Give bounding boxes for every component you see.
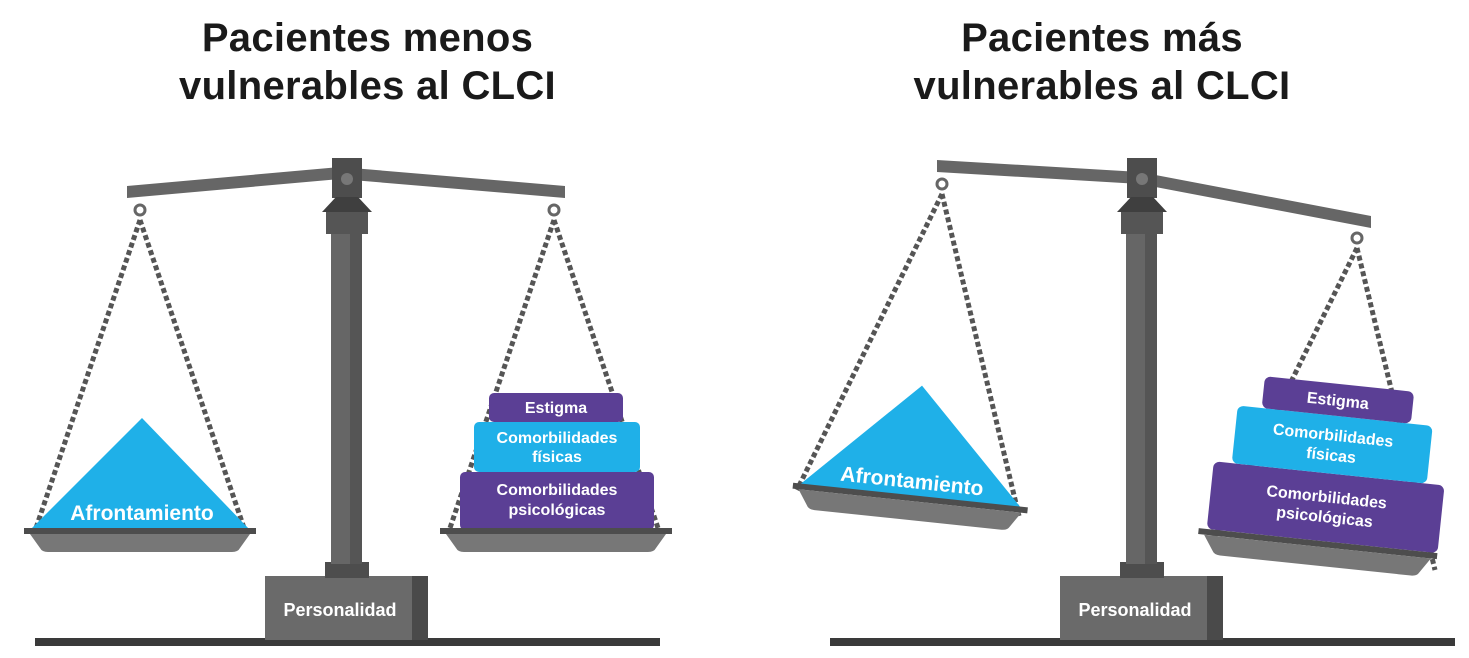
left-hook xyxy=(133,203,147,217)
right-chain-2 xyxy=(551,219,661,529)
left-pan-rim xyxy=(792,482,1028,514)
left-chain-1 xyxy=(33,219,143,529)
left-hook xyxy=(935,177,949,191)
right-pan-rim xyxy=(440,528,672,534)
physical-block xyxy=(474,422,640,472)
column-shade xyxy=(350,232,362,564)
psychological-label-line-1: Comorbilidades xyxy=(497,482,618,499)
pivot-wedge xyxy=(322,197,372,212)
right-pan-rim xyxy=(1198,528,1438,560)
stigma-block xyxy=(1262,376,1414,424)
psychological-block xyxy=(460,472,654,530)
base-block xyxy=(265,576,415,640)
left-pan xyxy=(798,489,1022,530)
pivot-bolt xyxy=(341,173,353,185)
base-label: Personalidad xyxy=(1078,600,1191,620)
coping-label: Afrontamiento xyxy=(70,502,214,525)
left-chain-2 xyxy=(939,193,1022,517)
psychological-label-line-2: psicológicas xyxy=(509,502,606,519)
physical-block xyxy=(1232,406,1433,484)
balance-scale-illustration: Personalidad Afrontamiento Comorbilida xyxy=(792,158,1455,646)
stigma-label: Estigma xyxy=(1306,390,1370,413)
physical-label-line-1: Comorbilidades xyxy=(497,430,618,447)
left-pan-assembly: Afrontamiento xyxy=(792,385,1028,530)
left-chain-1 xyxy=(794,192,945,492)
title-line-1: Pacientes más xyxy=(961,16,1243,60)
column-foot xyxy=(1120,562,1164,578)
left-chain-2 xyxy=(137,219,247,529)
right-chain-1 xyxy=(447,219,557,529)
right-pan xyxy=(1204,534,1431,576)
coping-triangle xyxy=(30,418,250,530)
stigma-label: Estigma xyxy=(525,400,587,417)
base-label: Personalidad xyxy=(283,600,396,620)
title-line-1: Pacientes menos xyxy=(201,16,534,60)
coping-triangle xyxy=(798,385,1022,509)
panel-title: Pacientes más vulnerables al CLCI xyxy=(735,14,1469,110)
column-foot xyxy=(325,562,369,578)
physical-label-line-2: físicas xyxy=(1305,445,1356,467)
tilted-scale-panel: Pacientes más vulnerables al CLCI Person… xyxy=(735,0,1469,658)
pivot-wedge xyxy=(1117,197,1167,212)
column-shade xyxy=(1145,232,1157,564)
pivot-bolt xyxy=(1136,173,1148,185)
floor-line xyxy=(830,638,1455,646)
beam xyxy=(937,160,1371,228)
balanced-scale-panel: Pacientes menos vulnerables al CLCI Pers… xyxy=(0,14,735,646)
base-block-shade xyxy=(412,576,428,640)
right-hook xyxy=(547,203,561,217)
left-pan-rim xyxy=(24,528,256,534)
right-pan-assembly: Comorbilidades psicológicas Comorbilidad… xyxy=(1198,376,1444,576)
title-line-2: vulnerables al CLCI xyxy=(179,64,556,108)
base-block-shade xyxy=(1207,576,1223,640)
psychological-block xyxy=(1207,461,1444,553)
column-collar xyxy=(1121,212,1163,234)
column-collar xyxy=(326,212,368,234)
balance-scale-illustration: Personalidad Afrontamiento Comorbilidade… xyxy=(24,158,672,646)
physical-label-line-2: físicas xyxy=(532,449,582,466)
panel-title: Pacientes menos vulnerables al CLCI xyxy=(0,14,735,110)
title-line-2: vulnerables al CLCI xyxy=(913,64,1291,108)
stigma-block xyxy=(489,393,623,422)
floor-line xyxy=(35,638,660,646)
right-pan xyxy=(446,534,666,552)
right-hook xyxy=(1350,231,1364,245)
base-block xyxy=(1060,576,1210,640)
left-pan xyxy=(30,534,250,552)
